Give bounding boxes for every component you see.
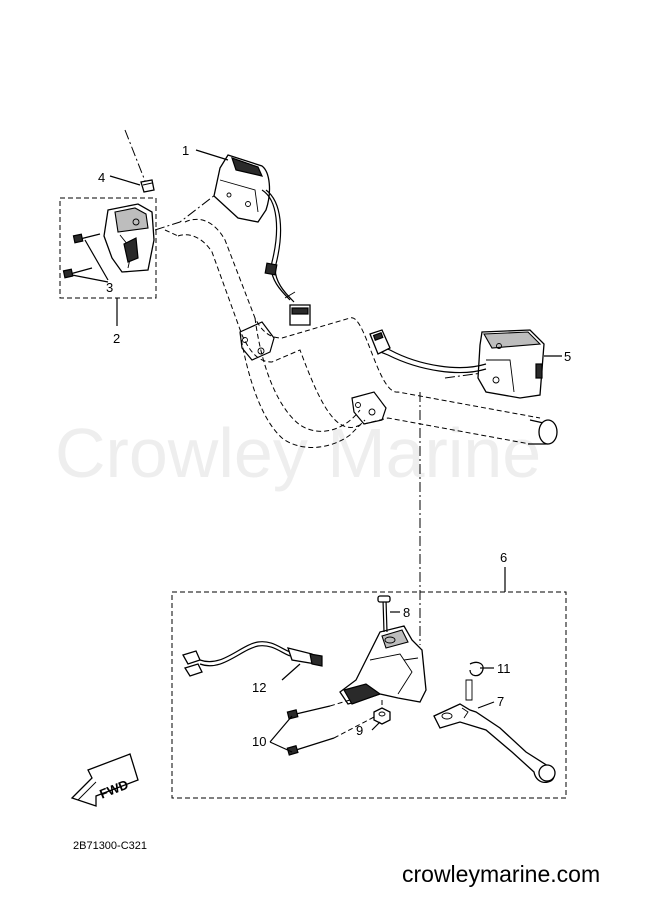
callout-2: 2	[113, 331, 120, 346]
leader-left-switch	[154, 194, 216, 231]
right-switch	[369, 329, 545, 399]
leader-7	[477, 701, 495, 709]
watermark-text: Crowley Marine	[55, 414, 541, 492]
screw-upper	[72, 233, 101, 244]
nut-9	[373, 700, 391, 725]
small-screw	[140, 179, 155, 193]
diagram-code: 2B71300-C321	[73, 840, 147, 852]
fwd-arrow-icon: FWD	[70, 753, 139, 807]
callout-9: 9	[356, 723, 363, 738]
left-switch-lower-assy	[59, 197, 157, 299]
assy-box-2	[59, 197, 157, 299]
leader-3a	[84, 239, 109, 281]
callout-8: 8	[403, 605, 410, 620]
callout-3: 3	[106, 280, 113, 295]
handlebar	[164, 218, 558, 448]
callout-4: 4	[98, 170, 105, 185]
bolt-8	[377, 595, 391, 633]
leader-4	[109, 175, 141, 186]
leader-10b	[269, 741, 293, 753]
brake-lever	[433, 703, 556, 784]
screw-lower	[62, 267, 93, 279]
leader-9	[371, 721, 381, 731]
leader-10a	[269, 715, 293, 743]
assy-box-6	[171, 591, 567, 799]
leader-screw	[124, 129, 148, 187]
callout-10: 10	[252, 734, 266, 749]
clip-11	[465, 661, 484, 701]
callout-5: 5	[564, 349, 571, 364]
callout-11: 11	[497, 661, 511, 676]
callout-1: 1	[182, 143, 189, 158]
lever-holder	[339, 625, 427, 705]
website-text: crowleymarine.com	[402, 861, 600, 887]
callout-7: 7	[497, 694, 504, 709]
leader-12	[281, 663, 301, 681]
left-switch-upper	[213, 154, 311, 326]
leader-3b	[71, 274, 109, 283]
brake-switch	[182, 641, 323, 677]
callout-6: 6	[500, 550, 507, 565]
bolts-10	[286, 699, 377, 756]
callout-12: 12	[252, 680, 266, 695]
leader-1	[195, 149, 229, 161]
